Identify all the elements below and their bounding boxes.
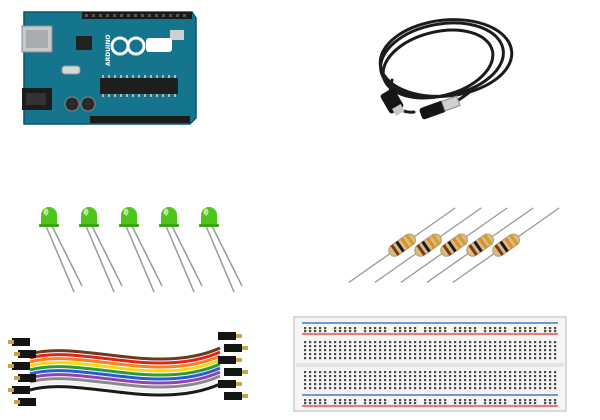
resistor bbox=[400, 207, 508, 283]
resistor bbox=[452, 207, 560, 283]
jumper-pin-right bbox=[218, 380, 242, 388]
green-leds bbox=[30, 200, 280, 305]
resistors bbox=[348, 198, 560, 298]
jumper-pin-left bbox=[8, 362, 30, 370]
jumper-pin-right bbox=[224, 344, 248, 352]
jumper-wire bbox=[29, 362, 221, 377]
jumper-pin-right bbox=[218, 332, 242, 340]
jumper-pin-left bbox=[8, 386, 30, 394]
led bbox=[39, 207, 83, 293]
jumper-pin-right bbox=[224, 392, 248, 400]
arduino-uno-board: UNO ARDUINO bbox=[20, 8, 200, 128]
led bbox=[119, 207, 163, 293]
jumper-pin-left bbox=[14, 374, 36, 382]
arduino-logo bbox=[110, 36, 146, 56]
jumper-wire bbox=[29, 354, 221, 369]
resistor bbox=[426, 207, 534, 283]
led bbox=[159, 207, 203, 293]
jumper-wire bbox=[29, 378, 221, 393]
jumper-pin-right bbox=[224, 368, 248, 376]
resistor bbox=[374, 207, 482, 283]
jumper-wire bbox=[29, 382, 221, 397]
jumper-wire bbox=[29, 366, 221, 381]
jumper-pin-right bbox=[218, 356, 242, 364]
led bbox=[199, 207, 243, 293]
logo-model-text: UNO bbox=[147, 41, 172, 52]
logo-brand-text: ARDUINO bbox=[105, 35, 112, 66]
jumper-wire bbox=[29, 358, 221, 373]
usb-cable bbox=[362, 10, 514, 140]
led bbox=[79, 207, 123, 293]
jumper-pin-left bbox=[14, 350, 36, 358]
resistor bbox=[348, 207, 456, 283]
jumper-pin-left bbox=[14, 398, 36, 406]
jumper-wires bbox=[8, 318, 258, 418]
jumper-pin-left bbox=[8, 338, 30, 346]
jumper-wire bbox=[29, 350, 221, 365]
jumper-wire bbox=[29, 374, 221, 389]
jumper-wire bbox=[29, 346, 221, 361]
breadboard bbox=[292, 315, 570, 415]
jumper-wire bbox=[29, 370, 221, 385]
